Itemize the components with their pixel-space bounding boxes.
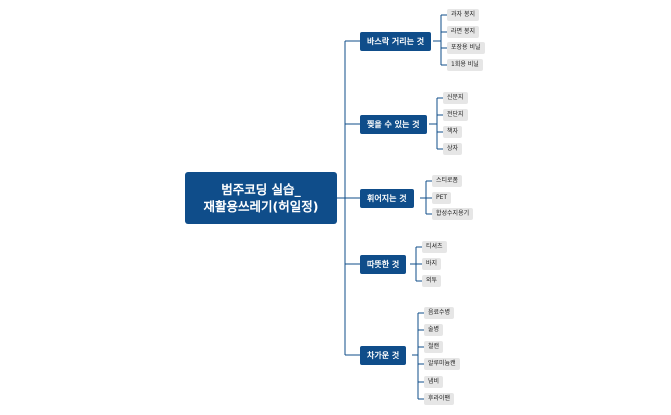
leaf-booklet[interactable]: 책자 bbox=[443, 126, 463, 138]
leaf-liquor-bottle[interactable]: 술병 bbox=[424, 324, 444, 336]
leaf-flyer[interactable]: 전단지 bbox=[443, 109, 468, 121]
branch-rustling[interactable]: 바스락 거리는 것 bbox=[360, 32, 432, 51]
leaf-frying-pan[interactable]: 후라이팬 bbox=[424, 393, 455, 405]
leaf-pants[interactable]: 바지 bbox=[422, 258, 442, 270]
branch-tearable[interactable]: 찢을 수 있는 것 bbox=[360, 115, 427, 134]
branch-bendable[interactable]: 휘어지는 것 bbox=[360, 189, 414, 208]
leaf-pot[interactable]: 냄비 bbox=[424, 376, 444, 388]
leaf-disposable-vinyl[interactable]: 1회용 비닐 bbox=[447, 59, 483, 71]
branch-warm[interactable]: 따뜻한 것 bbox=[360, 255, 407, 274]
leaf-aluminum-can[interactable]: 알루미늄캔 bbox=[424, 358, 460, 370]
leaf-newspaper[interactable]: 신문지 bbox=[443, 92, 468, 104]
root-title-line2: 재활용쓰레기(허일정) bbox=[203, 199, 319, 214]
leaf-tshirt[interactable]: 티셔츠 bbox=[422, 241, 447, 253]
branch-cold[interactable]: 차가운 것 bbox=[360, 346, 407, 365]
leaf-box[interactable]: 상자 bbox=[443, 143, 463, 155]
leaf-ramen-bag[interactable]: 라면 봉지 bbox=[447, 26, 479, 38]
leaf-pet[interactable]: PET bbox=[432, 192, 452, 204]
leaf-coat[interactable]: 외투 bbox=[422, 275, 442, 287]
leaf-wrapping-vinyl[interactable]: 포장용 비닐 bbox=[447, 42, 485, 54]
root-title-line1: 범주코딩 실습_ bbox=[221, 182, 301, 197]
leaf-steel-can[interactable]: 철캔 bbox=[424, 341, 444, 353]
leaf-styrofoam[interactable]: 스티로폼 bbox=[432, 175, 463, 187]
leaf-drink-bottle[interactable]: 음료수병 bbox=[424, 307, 455, 319]
leaf-plastic-container[interactable]: 합성수지용기 bbox=[432, 208, 474, 220]
leaf-snack-bag[interactable]: 과자 봉지 bbox=[447, 9, 479, 21]
root-topic[interactable]: 범주코딩 실습_ 재활용쓰레기(허일정) bbox=[185, 172, 337, 224]
